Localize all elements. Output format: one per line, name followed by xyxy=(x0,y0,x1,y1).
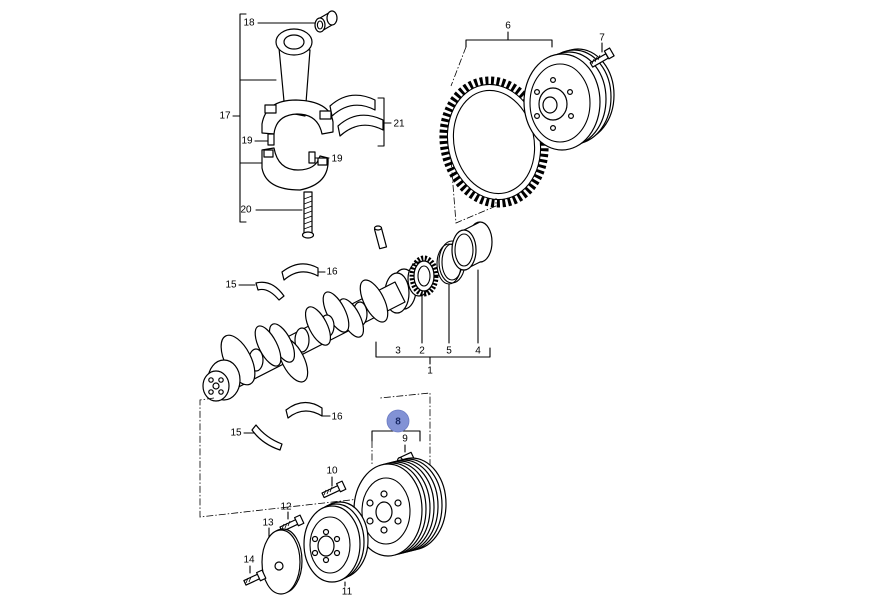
bolt-20-part xyxy=(301,191,315,239)
bolt-7-part xyxy=(589,42,615,68)
grooved-pulley-part xyxy=(353,457,447,557)
disk-13-part xyxy=(261,527,303,595)
bolt-14-part xyxy=(243,565,267,586)
bolt-19-lower-part xyxy=(308,151,330,164)
gear-2-part xyxy=(407,255,439,297)
callout-7[interactable]: 7 xyxy=(599,33,605,44)
callout-19-b[interactable]: 19 xyxy=(331,154,343,165)
callout-15-b[interactable]: 15 xyxy=(230,428,242,439)
callout-16-a[interactable]: 16 xyxy=(326,267,338,278)
callout-11[interactable]: 11 xyxy=(342,587,353,598)
bearing-shells-21-part xyxy=(329,94,392,147)
sleeve-4-part xyxy=(451,221,493,271)
callout-3[interactable]: 3 xyxy=(395,346,401,357)
callout-10[interactable]: 10 xyxy=(326,466,338,477)
ring-gear-bracket xyxy=(450,31,553,224)
callout-13[interactable]: 13 xyxy=(262,518,274,529)
callout-9[interactable]: 9 xyxy=(402,434,408,445)
callout-8-highlight[interactable] xyxy=(386,409,410,433)
crankshaft-part xyxy=(202,268,417,402)
callout-4[interactable]: 4 xyxy=(475,346,481,357)
bushing-part xyxy=(314,10,338,33)
callout-1-bracket xyxy=(375,269,491,365)
connecting-rod-part xyxy=(261,28,334,135)
callout-18[interactable]: 18 xyxy=(243,18,255,29)
callout-19-a[interactable]: 19 xyxy=(241,136,253,147)
callout-21[interactable]: 21 xyxy=(393,119,405,130)
bearing-shell-16-upper-part xyxy=(281,263,326,281)
pin-part xyxy=(373,225,388,250)
bolt-10-part xyxy=(321,476,347,499)
callout-15-a[interactable]: 15 xyxy=(225,280,237,291)
damper-pulley-part xyxy=(303,501,369,587)
exploded-view-boundary xyxy=(199,392,431,518)
callout-12[interactable]: 12 xyxy=(280,502,292,513)
rod-cap-part xyxy=(261,147,329,191)
callout-17[interactable]: 17 xyxy=(219,111,231,122)
flywheel-part xyxy=(523,48,615,151)
callout-20[interactable]: 20 xyxy=(240,205,252,216)
connecting-rod-group-bracket xyxy=(232,13,317,223)
bolt-19-upper-part xyxy=(267,133,275,146)
callout-2[interactable]: 2 xyxy=(419,346,425,357)
callout-5[interactable]: 5 xyxy=(446,346,452,357)
thrust-washer-15-lower-part xyxy=(243,424,283,451)
callout-16-b[interactable]: 16 xyxy=(331,412,343,423)
thrust-washer-15-upper-part xyxy=(238,281,285,301)
callout-6[interactable]: 6 xyxy=(505,21,511,32)
callout-8[interactable]: 8 xyxy=(395,417,401,428)
callout-14[interactable]: 14 xyxy=(243,555,255,566)
bearing-shell-16-lower-part xyxy=(285,401,331,419)
callout-1[interactable]: 1 xyxy=(427,366,433,377)
